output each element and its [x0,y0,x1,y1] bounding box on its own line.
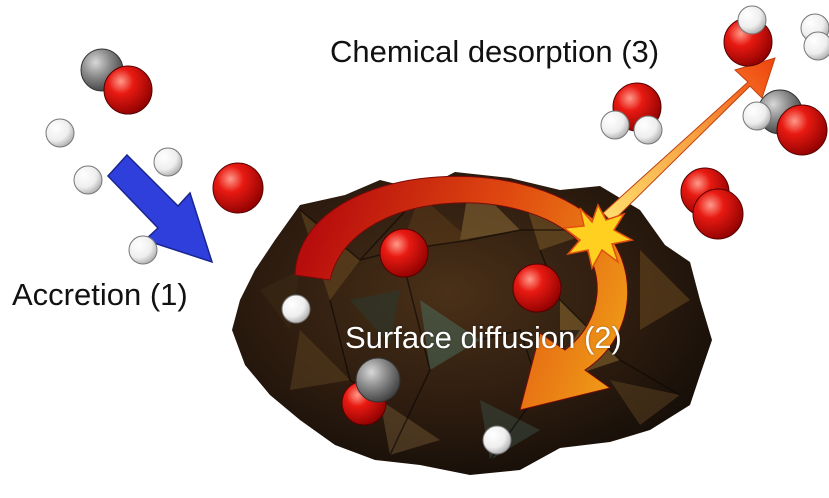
h-atom [128,235,158,265]
h2-molecule [800,13,829,61]
chemical-desorption-arrow [602,57,776,223]
surface-diffusion-label: Surface diffusion (2) [345,320,622,355]
h-atom-surface [482,425,512,455]
h-atom [153,147,183,177]
o-atom [212,162,264,214]
chemical-desorption-label: Chemical desorption (3) [330,34,660,69]
surface-diffusion-arrow [294,175,629,411]
h2o-molecule [600,82,663,145]
o-atom-surface [512,263,562,313]
accretion-arrow [106,153,214,264]
co-molecule-surface [341,357,401,426]
h-atom [45,118,75,148]
accretion-label: Accretion (1) [12,277,188,312]
h2o-molecule-top [723,5,773,67]
h-atom [73,165,103,195]
o2-molecule [680,167,744,240]
h-atom-surface [281,294,311,324]
o-atom-surface [379,228,429,278]
reaction-burst-icon [562,203,635,271]
h2co-molecule [742,89,828,156]
co-molecule-left [80,48,153,115]
